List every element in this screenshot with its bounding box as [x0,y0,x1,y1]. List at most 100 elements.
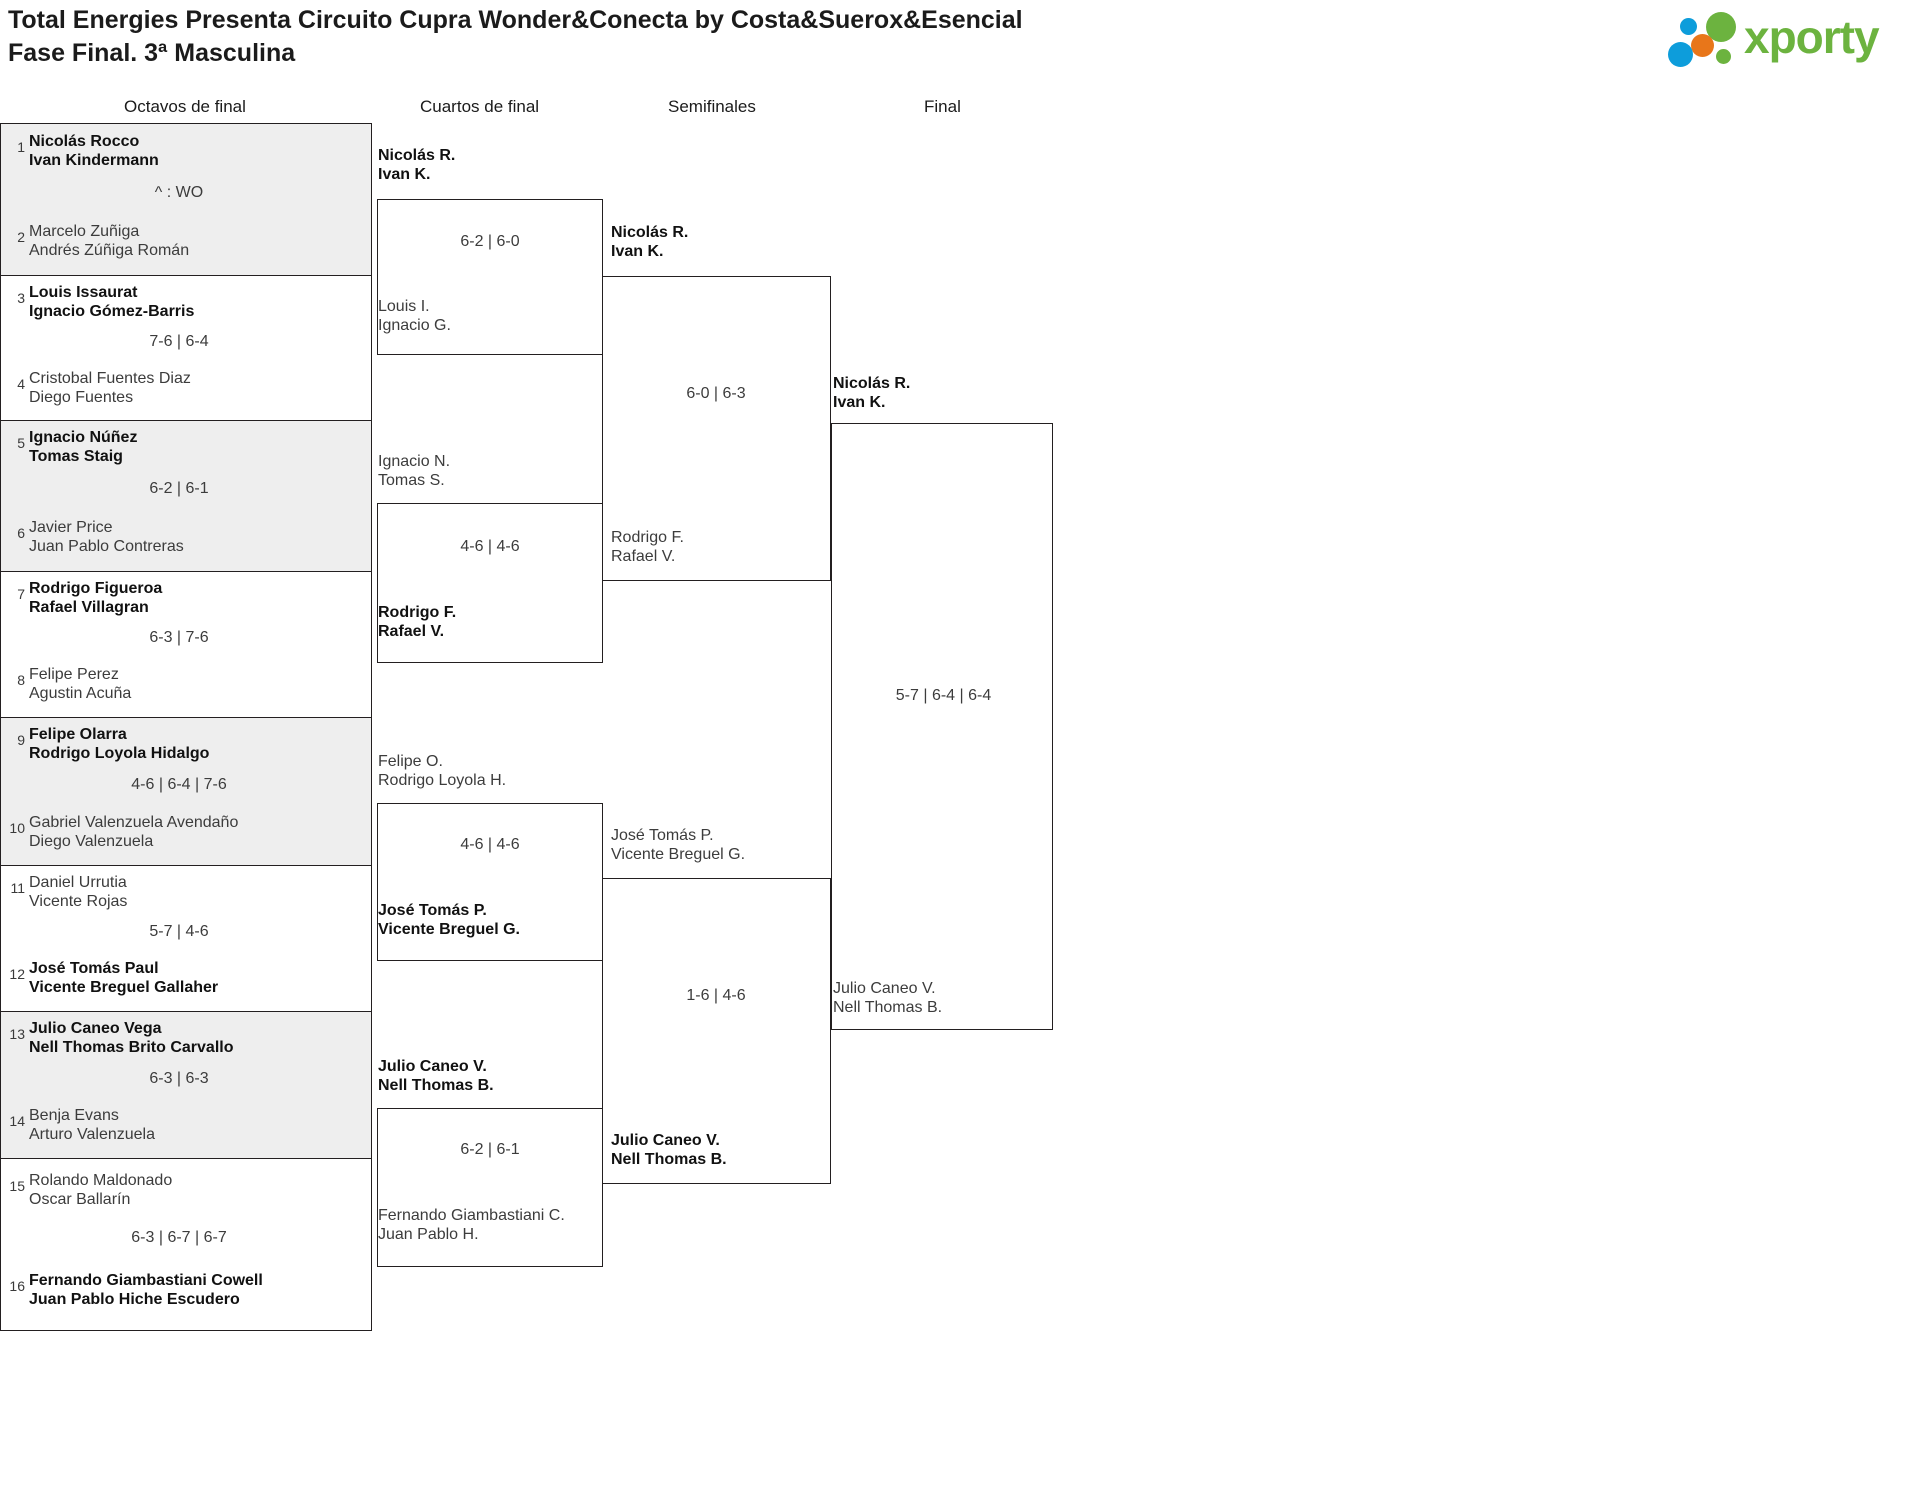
player-name: Vicente Rojas [29,893,128,910]
player-pair: Louis Issaurat Ignacio Gómez-Barris [29,283,194,321]
sf-player-pair: Julio Caneo V. Nell Thomas B. [611,1131,727,1169]
match-score: 6-2 | 6-1 [149,480,209,497]
logo-dots-icon [1666,12,1740,67]
final-connector[interactable] [831,423,1053,1030]
player-pair: Daniel Urrutia Vicente Rojas [29,873,127,911]
player-name: Rodrigo Loyola H. [378,772,507,789]
round-header-octavos: Octavos de final [124,97,246,116]
r16-match[interactable]: 15 Rolando Maldonado Oscar Ballarín 6-3 … [0,1158,372,1331]
player-name: Benja Evans [29,1107,119,1124]
seed-number: 14 [9,1113,25,1129]
r16-match[interactable]: 5 Ignacio Núñez Tomas Staig 6-2 | 6-1 6 … [0,420,372,572]
seed-number: 9 [17,732,25,748]
qf-player-pair: Julio Caneo V. Nell Thomas B. [378,1057,494,1095]
player-name: Rafael V. [611,548,676,565]
player-name: Rolando Maldonado [29,1172,173,1189]
final-player-pair: Julio Caneo V. Nell Thomas B. [833,979,942,1017]
logo-dot-green-small [1716,49,1731,64]
player-pair: Javier Price Juan Pablo Contreras [29,518,184,556]
seed-number: 10 [9,820,25,836]
sf-player-pair: Nicolás R. Ivan K. [611,223,688,261]
player-name: Juan Pablo Hiche Escudero [29,1291,240,1308]
player-name: Louis Issaurat [29,284,138,301]
qf-connector[interactable] [377,503,603,663]
sf-connector[interactable] [602,276,831,581]
player-name: Rafael Villagran [29,599,149,616]
player-pair: Marcelo Zuñiga Andrés Zúñiga Román [29,222,189,260]
player-pair: Felipe Perez Agustin Acuña [29,665,131,703]
qf-player-pair: Nicolás R. Ivan K. [378,146,455,184]
r16-match[interactable]: 7 Rodrigo Figueroa Rafael Villagran 6-3 … [0,571,372,718]
page-title: Total Energies Presenta Circuito Cupra W… [8,4,1023,70]
seed-number: 2 [17,229,25,245]
sf-player-pair: Rodrigo F. Rafael V. [611,528,684,566]
player-pair: Benja Evans Arturo Valenzuela [29,1106,155,1144]
qf-score: 4-6 | 4-6 [460,836,520,853]
qf-player-pair: Ignacio N. Tomas S. [378,452,450,490]
qf-player-pair: Fernando Giambastiani C. Juan Pablo H. [378,1206,565,1244]
round-header-semifinales: Semifinales [668,97,756,116]
player-pair: Rodrigo Figueroa Rafael Villagran [29,579,162,617]
r16-match[interactable]: 13 Julio Caneo Vega Nell Thomas Brito Ca… [0,1011,372,1159]
r16-match[interactable]: 3 Louis Issaurat Ignacio Gómez-Barris 7-… [0,275,372,421]
player-name: José Tomás Paul [29,960,159,977]
player-name: Juan Pablo H. [378,1226,479,1243]
player-pair: Nicolás Rocco Ivan Kindermann [29,132,159,170]
player-pair: Felipe Olarra Rodrigo Loyola Hidalgo [29,725,209,763]
qf-player-pair: Louis I. Ignacio G. [378,297,451,335]
seed-number: 13 [9,1026,25,1042]
player-name: Nell Thomas B. [378,1077,494,1094]
player-name: Daniel Urrutia [29,874,127,891]
player-pair: José Tomás Paul Vicente Breguel Gallaher [29,959,218,997]
player-name: Ignacio N. [378,453,451,470]
final-score: 5-7 | 6-4 | 6-4 [895,687,992,704]
match-score: 6-3 | 7-6 [149,629,209,646]
player-name: Javier Price [29,519,113,536]
seed-number: 4 [17,376,25,392]
logo-dot-blue-large [1668,42,1693,67]
qf-player-pair: Rodrigo F. Rafael V. [378,603,456,641]
player-name: Nicolás Rocco [29,133,140,150]
player-name: Diego Fuentes [29,389,134,406]
match-score: 6-3 | 6-3 [149,1070,209,1087]
player-name: Vicente Breguel G. [611,846,746,863]
player-name: Ignacio Núñez [29,429,138,446]
r16-match[interactable]: 9 Felipe Olarra Rodrigo Loyola Hidalgo 4… [0,717,372,866]
player-name: Ivan K. [833,394,886,411]
player-name: Louis I. [378,298,430,315]
seed-number: 16 [9,1278,25,1294]
r16-match[interactable]: 1 Nicolás Rocco Ivan Kindermann ^ : WO 2… [0,123,372,276]
seed-number: 11 [10,880,25,896]
logo-dot-blue-small [1680,18,1697,35]
player-name: Ivan K. [611,243,664,260]
player-name: Nicolás R. [378,147,456,164]
qf-score: 4-6 | 4-6 [460,538,520,555]
player-name: Vicente Breguel G. [378,921,520,938]
seed-number: 1 [17,139,25,155]
player-name: Nicolás R. [611,224,689,241]
player-name: Tomas S. [378,472,445,489]
player-name: Julio Caneo Vega [29,1020,162,1037]
player-name: Ignacio Gómez-Barris [29,303,195,320]
player-pair: Julio Caneo Vega Nell Thomas Brito Carva… [29,1019,234,1057]
qf-player-pair: José Tomás P. Vicente Breguel G. [378,901,520,939]
player-name: Marcelo Zuñiga [29,223,140,240]
player-name: Nell Thomas B. [611,1151,727,1168]
player-name: Juan Pablo Contreras [29,538,184,555]
player-name: Felipe Olarra [29,726,127,743]
player-name: José Tomás P. [611,827,714,844]
player-name: Rodrigo F. [378,604,457,621]
player-pair: Gabriel Valenzuela Avendaño Diego Valenz… [29,813,238,851]
player-name: Oscar Ballarín [29,1191,131,1208]
player-name: Felipe O. [378,753,443,770]
sf-score: 1-6 | 4-6 [686,987,746,1004]
player-name: Felipe Perez [29,666,119,683]
player-name: Tomas Staig [29,448,123,465]
logo-wordmark: xporty [1744,11,1880,63]
tournament-title-line-2: Fase Final. 3ª Masculina [8,39,296,67]
qf-connector[interactable] [377,1108,603,1267]
player-pair: Fernando Giambastiani Cowell Juan Pablo … [29,1271,263,1309]
r16-match[interactable]: 11 Daniel Urrutia Vicente Rojas 5-7 | 4-… [0,865,372,1012]
player-name: Rodrigo Loyola Hidalgo [29,745,210,762]
sf-connector[interactable] [602,878,831,1184]
